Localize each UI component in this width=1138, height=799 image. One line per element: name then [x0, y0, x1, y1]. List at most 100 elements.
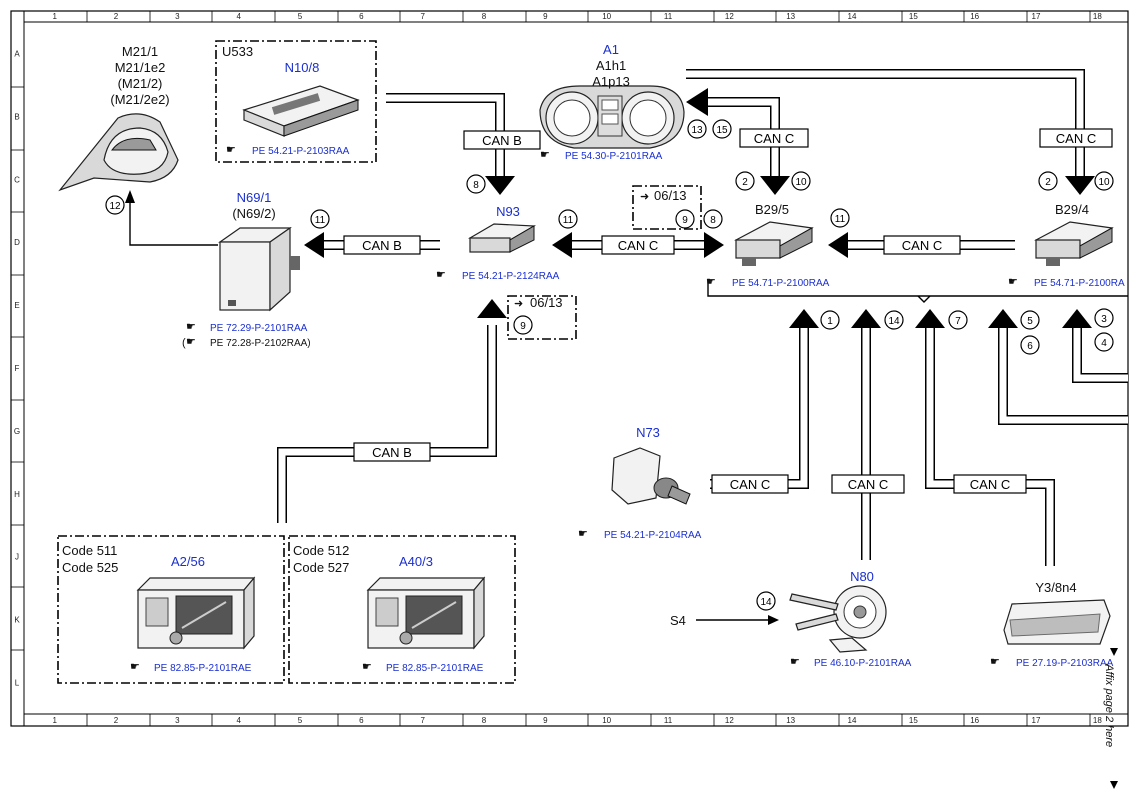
marker-text: 12 [109, 201, 121, 212]
marker-text: 4 [1101, 338, 1107, 349]
marker-text: 11 [835, 214, 846, 225]
steering-column-module-illustration [789, 585, 887, 653]
grid-col-12: 12 [725, 716, 734, 725]
grid-col-6: 6 [359, 716, 364, 725]
ref-pointer-icon: ☛ [990, 656, 1000, 668]
n93-code: N93 [496, 204, 520, 219]
can-label: CAN C [601, 235, 675, 255]
marker-13: 13 [687, 119, 707, 139]
marker-text: 8 [710, 215, 716, 226]
grid-col-14: 14 [848, 12, 857, 21]
grid-col-3: 3 [175, 12, 180, 21]
grid-col-10: 10 [602, 12, 611, 21]
marker-text: 2 [742, 177, 748, 188]
marker-6: 6 [1020, 335, 1040, 355]
grid-row-D: D [14, 238, 20, 247]
grid-col-9: 9 [543, 12, 548, 21]
can-label-text: CAN C [902, 238, 942, 253]
ref-pointer-icon: ☛ [1008, 276, 1018, 288]
marker-text: 14 [888, 316, 900, 327]
mirror-illustration [58, 113, 179, 192]
can-label-text: CAN C [618, 238, 658, 253]
grid-col-9: 9 [543, 716, 548, 725]
b29-4-ref: ☛ PE 54.71-P-2100RA [1008, 276, 1125, 289]
grid-row-K: K [14, 616, 20, 625]
a40-3-ref: ☛ PE 82.85-P-2101RAE [362, 661, 484, 674]
grid-col-11: 11 [664, 12, 673, 21]
grid-col-7: 7 [420, 716, 425, 725]
grid-col-8: 8 [482, 12, 487, 21]
door-module-illustration [218, 226, 300, 312]
grid-col-15: 15 [909, 12, 918, 21]
grid-col-12: 12 [725, 12, 734, 21]
grid-col-13: 13 [786, 12, 795, 21]
command-unit-illustration [366, 576, 486, 650]
n69-ref1-text: PE 72.29-P-2101RAA [210, 323, 308, 334]
marker-text: 10 [1098, 177, 1110, 188]
marker-text: 15 [716, 125, 728, 136]
a2-56-ref-text: PE 82.85-P-2101RAE [154, 663, 252, 674]
can-label-text: CAN B [372, 445, 412, 460]
n69-ref2-text: PE 72.28-P-2102RAA) [210, 338, 311, 349]
m21-line4: (M21/2e2) [110, 92, 169, 107]
b29-5-ref: ☛ PE 54.71-P-2100RAA [706, 276, 830, 289]
grid-row-F: F [15, 364, 20, 373]
a1-ref-text: PE 54.30-P-2101RAA [565, 151, 663, 162]
marker-1: 1 [820, 310, 840, 330]
a2-56-code: A2/56 [171, 554, 205, 569]
n10-8-ref-text: PE 54.21-P-2103RAA [252, 146, 350, 157]
radar-sensor-left-illustration [734, 221, 814, 266]
radio-unit-illustration [136, 576, 256, 650]
can-label-text: CAN B [362, 238, 402, 253]
marker-text: 13 [691, 125, 703, 136]
marker-8: 8 [703, 209, 723, 229]
a40-3-code-a: Code 512 [293, 543, 349, 558]
a2-56-code-a: Code 511 [62, 543, 117, 558]
can-label: CAN C [711, 474, 789, 494]
can-label-text: CAN C [970, 477, 1010, 492]
n69-2-code: (N69/2) [232, 206, 275, 221]
marker-11: 11 [830, 208, 850, 228]
marker-text: 6 [1027, 341, 1033, 352]
marker-15: 15 [712, 119, 732, 139]
can-label-text: CAN C [1056, 131, 1096, 146]
ref-pointer-icon: ☛ [186, 336, 196, 348]
marker-text: 7 [955, 316, 961, 327]
marker-text: 2 [1045, 177, 1051, 188]
grid-col-11: 11 [664, 716, 673, 725]
ref-arrow-icon: ➜ [514, 298, 523, 310]
grid-col-18: 18 [1093, 12, 1102, 21]
ref-pointer-icon: ☛ [578, 528, 588, 540]
a1-line3: A1p13 [592, 74, 630, 89]
can-label: CAN B [353, 442, 431, 462]
ref-pointer-icon: ☛ [130, 661, 140, 673]
n80-code: N80 [850, 569, 874, 584]
grid-col-17: 17 [1032, 12, 1041, 21]
marker-10: 10 [791, 171, 811, 191]
signal-lines [125, 190, 1128, 625]
marker-2: 2 [1038, 171, 1058, 191]
ignition-switch-illustration [611, 447, 691, 505]
grid-row-L: L [15, 679, 20, 688]
b29-4-ref-text: PE 54.71-P-2100RA [1034, 278, 1125, 289]
marker-text: 9 [682, 215, 688, 226]
can-label-text: CAN C [754, 131, 794, 146]
n73-ref: ☛ PE 54.21-P-2104RAA [578, 528, 702, 541]
ref-pointer-icon: ☛ [186, 321, 196, 333]
marker-text: 11 [315, 215, 326, 226]
marker-2: 2 [735, 171, 755, 191]
b29-4-code: B29/4 [1055, 202, 1089, 217]
a1-line2: A1h1 [596, 58, 626, 73]
ref-pointer-icon: ☛ [540, 149, 550, 161]
n93-ref: ☛ PE 54.21-P-2124RAA [436, 269, 560, 282]
grid-row-E: E [14, 301, 19, 310]
a40-3-code: A40/3 [399, 554, 433, 569]
marker-text: 5 [1027, 316, 1033, 327]
grid-col-2: 2 [114, 716, 119, 725]
b29-5-ref-text: PE 54.71-P-2100RAA [732, 278, 830, 289]
marker-text: 10 [795, 177, 807, 188]
grid-col-10: 10 [602, 716, 611, 725]
transmission-control-illustration [1003, 599, 1111, 645]
